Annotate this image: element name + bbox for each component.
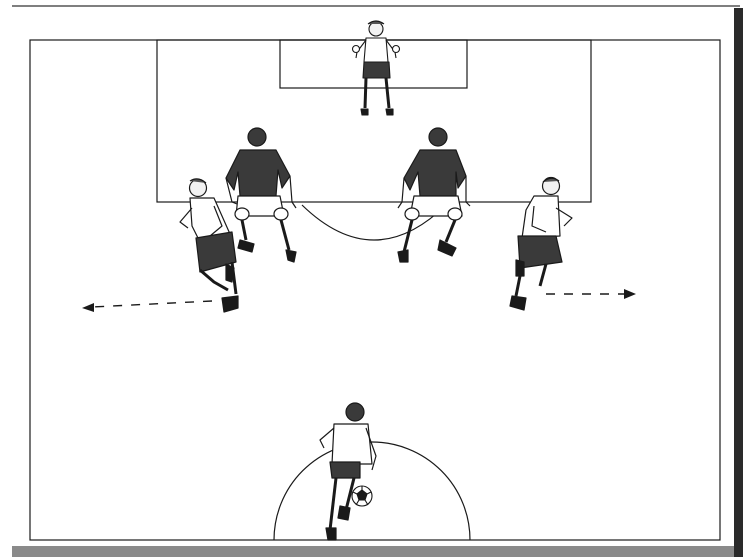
runner-left	[180, 179, 238, 312]
defender-left	[226, 128, 296, 262]
pitch-markings	[30, 40, 720, 540]
frame-right-bar	[734, 8, 743, 557]
arrow-head-right	[624, 289, 636, 299]
defender-right	[398, 128, 470, 262]
arrow-head-left	[82, 303, 94, 312]
soccer-ball-icon	[352, 486, 372, 506]
dribbler	[320, 403, 376, 540]
left-run-arrow	[82, 301, 212, 312]
goalkeeper	[353, 21, 400, 115]
center-circle-arc	[274, 442, 470, 540]
runner-right	[510, 178, 572, 311]
right-run-arrow	[546, 289, 636, 299]
frame-bottom-bar	[12, 546, 734, 557]
pitch-boundary	[30, 40, 720, 540]
